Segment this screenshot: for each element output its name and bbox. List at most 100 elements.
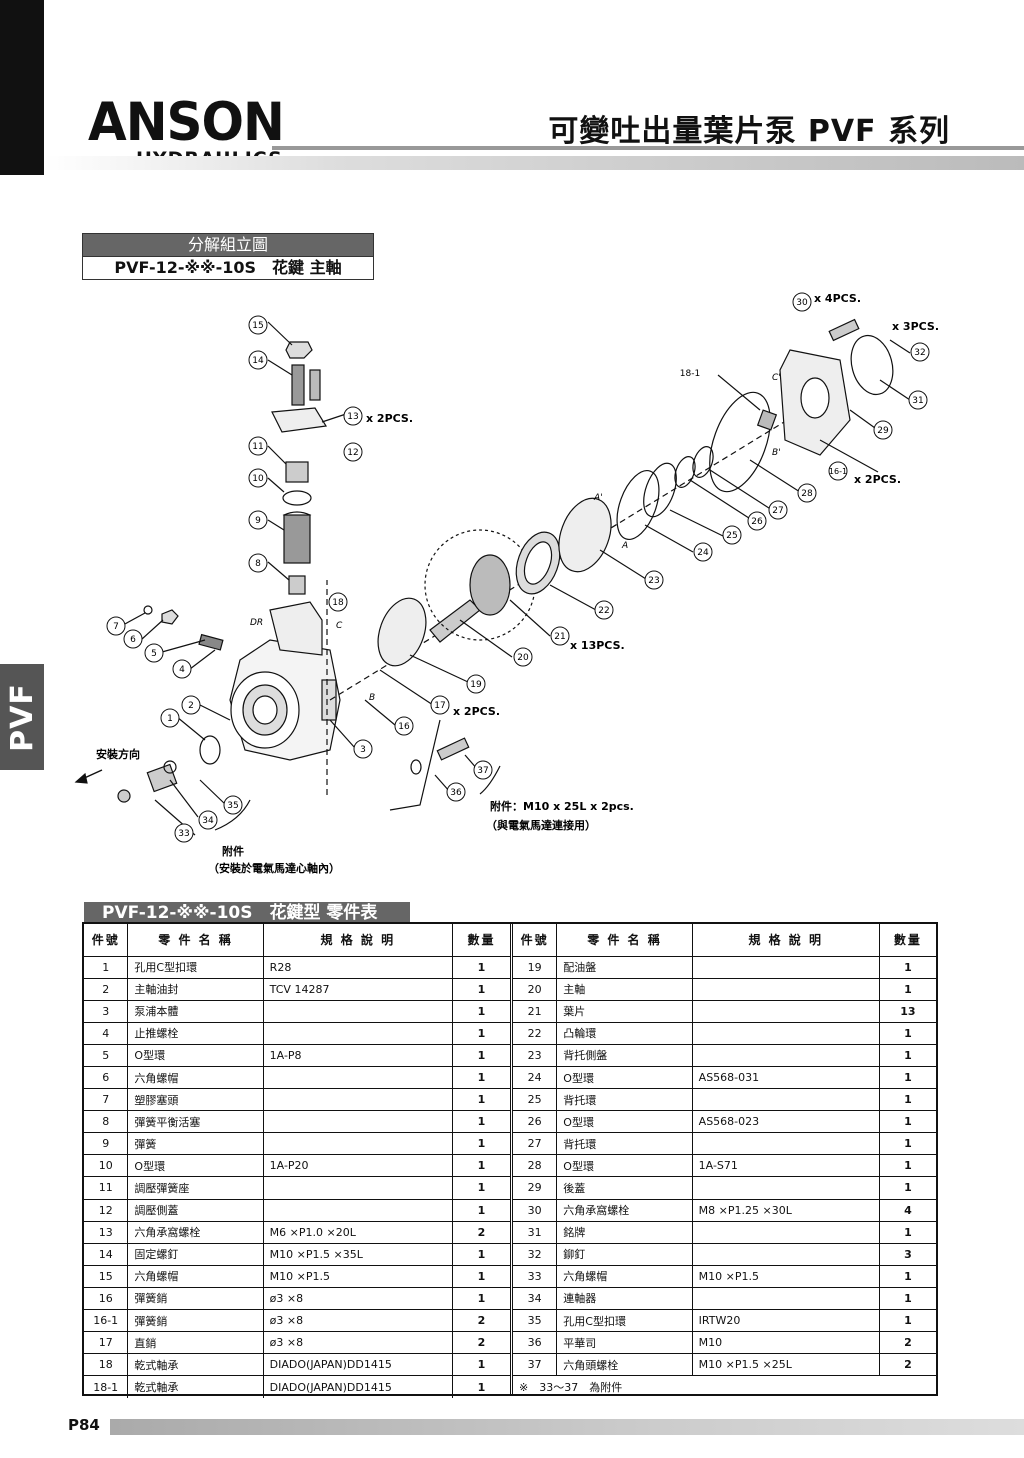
cell-no: 29 (513, 1176, 558, 1200)
svg-text:18-1: 18-1 (680, 369, 700, 379)
svg-text:30: 30 (796, 298, 808, 308)
callout-5: 5 (144, 643, 164, 663)
cell-no: 6 (84, 1065, 129, 1090)
cell-name: 凸輪環 (556, 1021, 693, 1045)
callout-2: 2 (181, 695, 201, 715)
cell-name: 背托環 (556, 1088, 693, 1112)
cell-spec: DIADO(JAPAN)DD1415 (262, 1353, 453, 1377)
cell-spec: M8 ×P1.25 ×30L (691, 1198, 880, 1222)
svg-text:19: 19 (470, 680, 482, 690)
cell-qty: 1 (878, 1088, 936, 1112)
cell-name: 孔用C型扣環 (127, 955, 264, 979)
cell-no: 22 (513, 1021, 558, 1045)
cell-qty: 1 (451, 955, 510, 979)
cell-qty: 1 (878, 955, 936, 979)
cell-qty: 1 (451, 1088, 510, 1112)
svg-text:15: 15 (252, 321, 263, 331)
cell-name: O型環 (127, 1154, 264, 1178)
cell-no: 8 (84, 1110, 129, 1134)
cell-no: 2 (84, 977, 129, 1001)
svg-text:22: 22 (598, 606, 609, 616)
svg-text:32: 32 (914, 348, 925, 358)
regulator-stack-drawing (271, 341, 327, 595)
callout-16-1: 16-1 (828, 461, 848, 481)
table-header-row: 件號 零 件 名 稱 規 格 說 明 數量 (513, 924, 936, 957)
cell-no: 18-1 (84, 1375, 129, 1398)
callout-25: 25 (722, 525, 742, 545)
callout-8: 8 (248, 553, 268, 573)
cell-qty: 1 (878, 1176, 936, 1200)
col-header-no: 件號 (84, 924, 129, 957)
cell-no: 35 (513, 1308, 558, 1333)
cell-name: 後蓋 (556, 1176, 693, 1200)
side-tab-decoration (0, 0, 44, 175)
callout-13: 13 (343, 406, 363, 426)
accessory-1-note: （安裝於電氣馬達心軸內） (208, 861, 340, 875)
svg-text:27: 27 (772, 506, 783, 516)
svg-text:24: 24 (697, 548, 709, 558)
cell-name: 六角螺帽 (127, 1065, 264, 1090)
accessory-1-title: 附件 (222, 844, 244, 858)
cell-name: 葉片 (556, 999, 693, 1023)
cell-qty: 1 (451, 1198, 510, 1222)
cell-no: 12 (84, 1198, 129, 1222)
cell-name: O型環 (556, 1154, 693, 1178)
cell-name: 彈簧平衡活塞 (127, 1110, 264, 1134)
cell-qty: 1 (451, 977, 510, 1001)
svg-text:11: 11 (252, 442, 263, 452)
cell-qty: 4 (878, 1198, 936, 1222)
install-direction-label: 安裝方向 (96, 747, 140, 761)
cell-no: 3 (84, 999, 129, 1023)
exploded-view-heading: 分解組立圖 (83, 234, 373, 256)
cell-name: O型環 (556, 1110, 693, 1134)
cell-qty: 1 (451, 1021, 510, 1045)
cell-spec: IRTW20 (691, 1308, 880, 1333)
qty-13: x 2PCS. (366, 412, 413, 425)
cell-spec: M10 ×P1.5 (691, 1264, 880, 1288)
cell-name: 背托環 (556, 1132, 693, 1156)
pump-body-drawing (229, 601, 341, 761)
svg-text:16: 16 (398, 722, 410, 732)
section-tab-label: PVF (4, 682, 40, 752)
cell-name: 泵浦本體 (127, 999, 264, 1023)
cell-qty: 1 (878, 1132, 936, 1156)
cell-qty: 1 (451, 1043, 510, 1067)
cell-no: 27 (513, 1132, 558, 1156)
parts-table-title: PVF-12-※※-10S 花鍵型 零件表 (84, 902, 410, 924)
cell-spec (262, 1088, 453, 1112)
callout-9: 9 (248, 510, 268, 530)
svg-text:34: 34 (202, 816, 214, 826)
cell-no: 21 (513, 999, 558, 1023)
side-plug-drawing (143, 605, 224, 651)
callout-26: 26 (747, 511, 767, 531)
mark-a: A (621, 541, 628, 551)
cell-no: 13 (84, 1220, 129, 1244)
callout-22: 22 (594, 600, 614, 620)
logo-main-text: ANSON (88, 91, 285, 153)
cell-qty: 1 (451, 1375, 510, 1398)
header-rule (272, 146, 1024, 150)
callout-33: 33 (174, 823, 194, 843)
cell-spec (262, 999, 453, 1023)
cell-name: 彈簧 (127, 1132, 264, 1156)
col-header-name: 零 件 名 稱 (556, 924, 693, 957)
svg-text:2: 2 (188, 701, 194, 711)
cell-no: 15 (84, 1264, 129, 1288)
svg-text:9: 9 (255, 516, 261, 526)
cell-spec: ø3 ×8 (262, 1308, 453, 1333)
cell-name: 銘牌 (556, 1220, 693, 1244)
cell-qty: 2 (878, 1353, 936, 1377)
cell-name: 主軸 (556, 977, 693, 1001)
callout-31: 31 (908, 390, 928, 410)
qty-17: x 2PCS. (453, 705, 500, 718)
